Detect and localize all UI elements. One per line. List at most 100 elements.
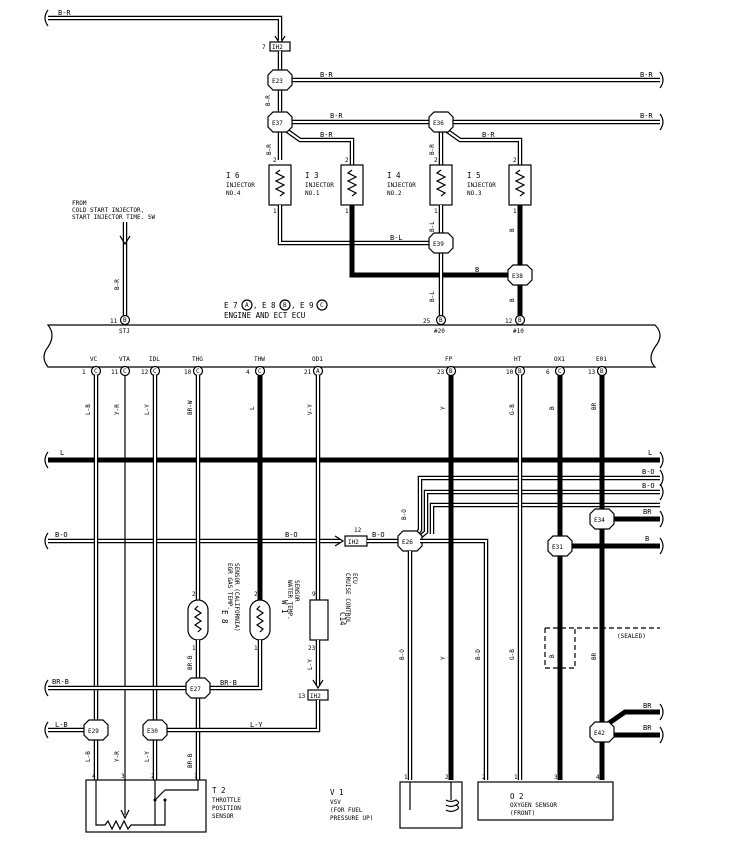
wire-label: Y-R [114,404,121,415]
wire-label: L-B [55,721,68,729]
oxygen-sensor-front [477,781,614,821]
throttle-position-sensor [85,779,207,833]
from-note: COLD START INJECTOR, [72,207,144,214]
pin-number: 25 [423,318,431,325]
svg-text:E37: E37 [272,120,283,127]
pin-group: C [196,368,200,375]
pin-number: 1 [254,645,258,652]
pin-number: 21 [304,369,312,376]
pin-group: C [153,368,157,375]
wire-break-left [44,9,49,27]
wire-label: B-R [482,131,495,139]
junction-e36: E36 [428,111,454,133]
wire-label: B-O [399,649,406,660]
svg-text:C: C [320,302,324,309]
svg-text:B: B [283,302,287,309]
wire-label: B [475,266,479,274]
pin-name-thg: THG [192,356,203,363]
pin-name-fp: FP [445,356,453,363]
vsv-fuel-pressure-up [399,781,463,829]
junction-e27: E27 [185,677,211,699]
svg-text:B: B [123,317,127,324]
junction-e31: E31 [547,535,573,557]
pin-number: 3 [554,774,558,781]
ih2-label-mid: IH2 [348,539,359,546]
wire-label: BR-B [220,679,237,687]
wire-label: BR-B [187,655,194,670]
pin-number: 11 [110,318,118,325]
pin-number: 2 [254,591,258,598]
pin-number: 9 [312,591,316,598]
wire-label: B-O [642,468,655,476]
pin-name: #20 [434,328,445,335]
svg-text:E31: E31 [552,544,563,551]
pin-number: 10 [184,369,192,376]
pin-group: C [123,368,127,375]
pin-number: 1 [404,774,408,781]
pin-number: 13 [298,693,306,700]
water-code: W 1 [280,600,289,614]
injector-code: I 5 [467,171,481,180]
junction-e42: E42 [589,721,615,743]
ih2-label-top: IH2 [272,44,283,51]
junction-e29: E29 [83,719,109,741]
pin-number: 6 [546,369,550,376]
tps-label: THROTTLE [212,797,241,804]
pin-name: STJ [119,328,130,335]
wire-label: B-L [390,234,403,242]
wire-label: B-O [401,509,408,520]
svg-text:E39: E39 [433,241,444,248]
wire-label: B [549,654,556,658]
pin-group: A [316,368,320,375]
svg-text:E 7: E 7 [224,301,238,310]
wire-label: L [648,449,652,457]
egr-gas-temp-sensor [187,599,209,641]
pin-number: 2 [151,773,155,780]
wire-label-br-top: B-R [58,9,71,17]
junction-e39: E39 [428,232,454,254]
injector-label: NO.3 [467,190,482,197]
egr-code: E 8 [220,610,229,624]
injector-code: I 6 [226,171,240,180]
pin-group: B [600,368,604,375]
injector-label: NO.1 [305,190,320,197]
wire-label: L-Y [144,751,151,762]
junction-e34: E34 [589,508,615,530]
junction-e38: E38 [507,264,533,286]
wire-label: BR [591,402,598,410]
ecu-body [43,324,661,368]
wire-label: B-R [266,144,273,155]
svg-text:E42: E42 [594,730,605,737]
wire-label: B-L [429,221,436,232]
pin-name-od1: OD1 [312,356,323,363]
svg-text:E38: E38 [512,273,523,280]
pin-name: #10 [513,328,524,335]
wire-label: BR [591,652,598,660]
wire-label: B-R [320,71,333,79]
o2-label: (FRONT) [510,810,535,817]
pin-number: 12 [141,369,149,376]
pin-number: 2 [192,591,196,598]
wire-label: B [645,535,649,543]
wire-label: Y [440,656,447,660]
pin-name-idl: IDL [149,356,160,363]
injector-label: INJECTOR [467,182,496,189]
junction-e23: E23 [267,69,293,91]
pin-number: 12 [505,318,513,325]
tps-code: T 2 [212,786,226,795]
injector-label: NO.2 [387,190,402,197]
junction-e37: E37 [267,111,293,133]
junction-e30: E30 [142,719,168,741]
wire-label: B-O [55,531,68,539]
ih2-label-bottom: IH2 [310,693,321,700]
water-label: WATER TEMP. [286,580,293,620]
wire-label: Y-R [114,751,121,762]
wire-label: B-R [640,112,653,120]
svg-text:, E 8: , E 8 [253,301,276,310]
wire-label: Y [440,406,447,410]
pin-number: 1 [192,645,196,652]
svg-text:E26: E26 [402,539,413,546]
wire-label: V-Y [307,404,314,415]
